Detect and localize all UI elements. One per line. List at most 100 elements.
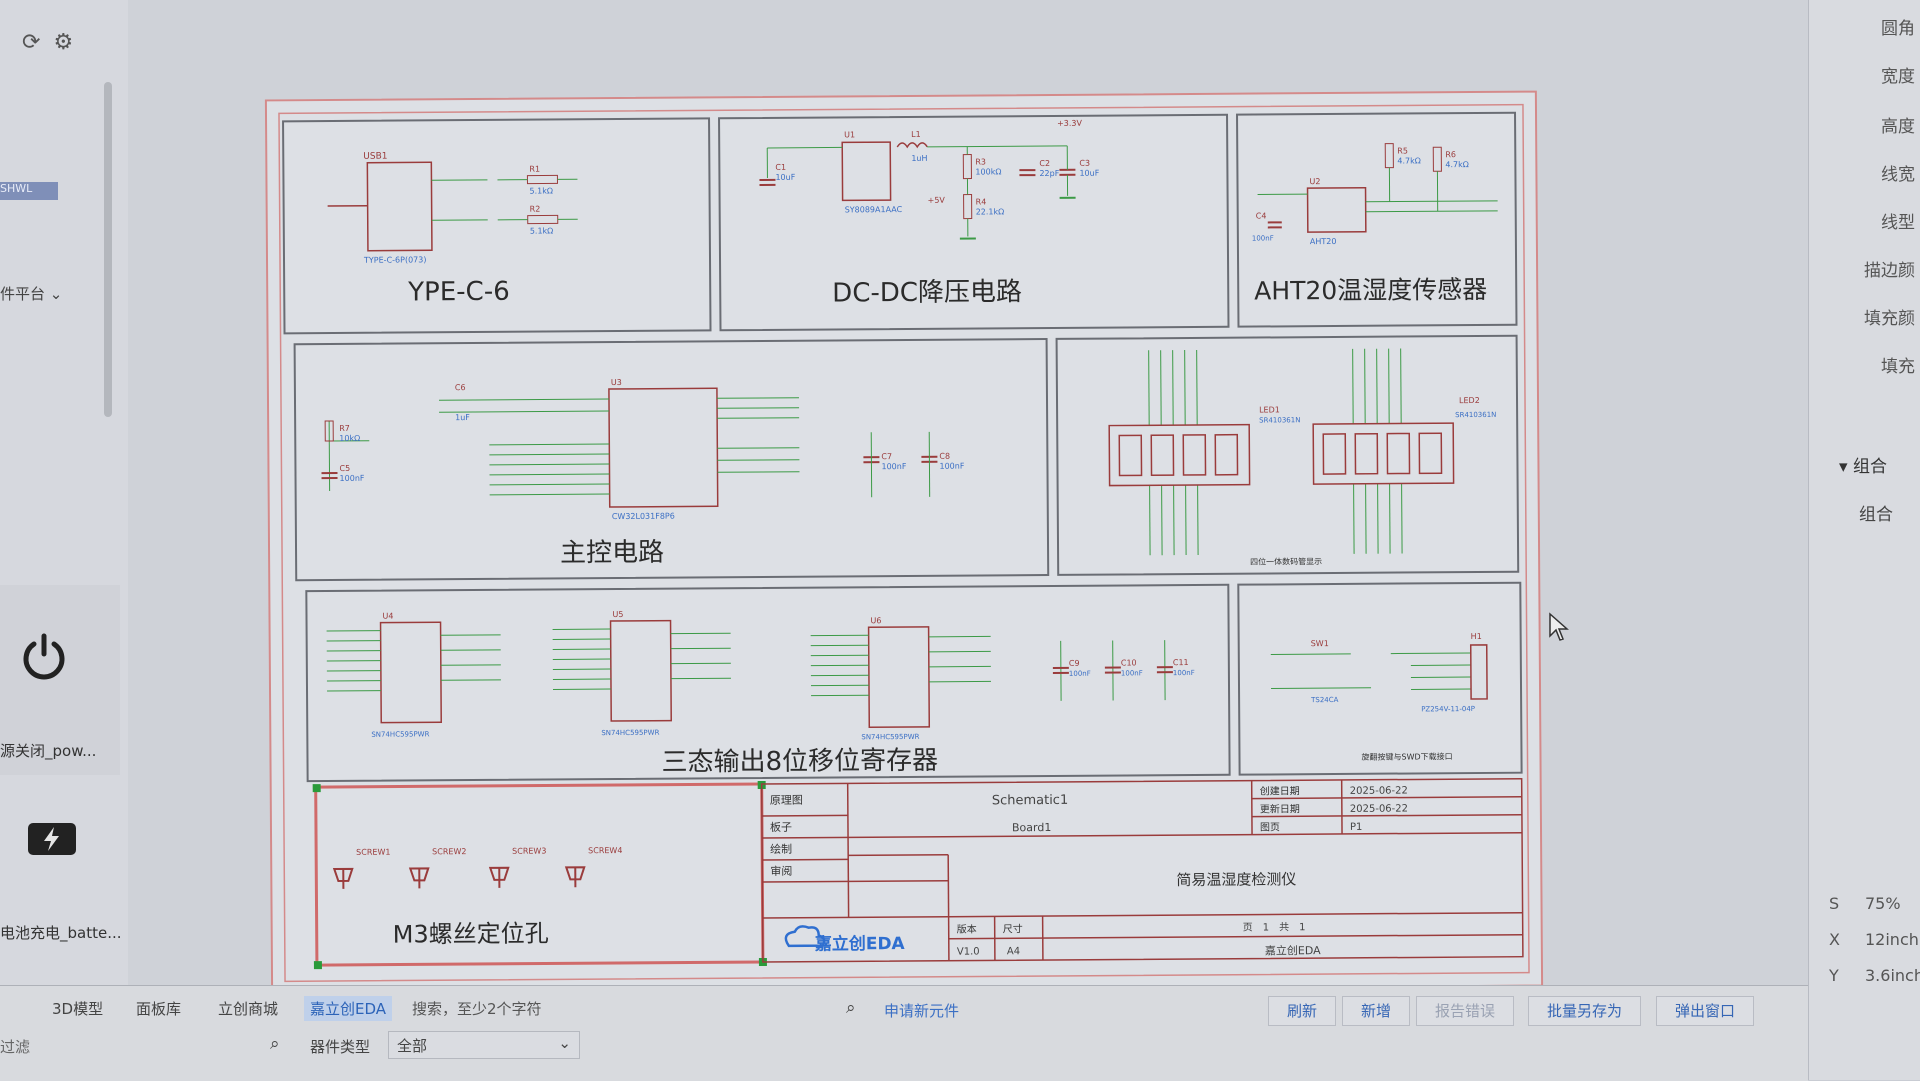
- block-title-dcdc: DC-DC降压电路: [832, 277, 1022, 308]
- svg-text:原理图: 原理图: [770, 794, 803, 807]
- project-title: 简易温湿度检测仪: [1176, 870, 1296, 889]
- gear-icon[interactable]: ⚙: [53, 30, 73, 55]
- svg-text:100nF: 100nF: [1121, 669, 1143, 677]
- svg-text:+5V: +5V: [928, 196, 946, 205]
- svg-text:C6: C6: [455, 383, 466, 392]
- refresh-button[interactable]: 刷新: [1268, 996, 1336, 1026]
- left-panel: ⟳ ⚙ SHWL 件平台 ⌄ 源关闭_pow... 电池充电_batte...: [0, 0, 129, 985]
- svg-text:图页: 图页: [1260, 821, 1280, 833]
- svg-text:SCREW3: SCREW3: [512, 847, 546, 856]
- tab-3d-model[interactable]: 3D模型: [46, 996, 109, 1021]
- svg-text:100kΩ: 100kΩ: [975, 167, 1001, 176]
- svg-text:嘉立创EDA: 嘉立创EDA: [1265, 943, 1321, 957]
- prop-line-type[interactable]: 线型: [1881, 208, 1915, 233]
- category-select[interactable]: 全部 ⌄: [388, 1031, 580, 1059]
- svg-text:R4: R4: [976, 197, 987, 206]
- search-input[interactable]: 搜索，至少2个字符: [412, 998, 542, 1019]
- add-button[interactable]: 新增: [1342, 996, 1410, 1026]
- svg-text:SR410361N: SR410361N: [1259, 416, 1300, 424]
- prop-width[interactable]: 宽度: [1881, 62, 1915, 87]
- svg-text:TS24CA: TS24CA: [1310, 696, 1339, 704]
- group-item[interactable]: 组合: [1859, 500, 1893, 525]
- prop-stroke-color[interactable]: 描边颜: [1864, 256, 1915, 281]
- group-header[interactable]: ▾ 组合: [1839, 452, 1887, 477]
- battery-component-label[interactable]: 电池充电_batte...: [0, 922, 122, 943]
- svg-text:22.1kΩ: 22.1kΩ: [976, 207, 1005, 216]
- filter-search-icon[interactable]: ⌕: [270, 1034, 280, 1054]
- svg-text:C10: C10: [1121, 658, 1137, 667]
- toolbar-icons: ⟳ ⚙: [22, 30, 73, 55]
- svg-text:U4: U4: [382, 612, 393, 621]
- svg-text:10uF: 10uF: [775, 173, 795, 182]
- svg-text:板子: 板子: [770, 820, 792, 834]
- svg-text:SN74HC595PWR: SN74HC595PWR: [371, 730, 429, 738]
- svg-text:4.7kΩ: 4.7kΩ: [1397, 156, 1421, 165]
- prop-line-width[interactable]: 线宽: [1881, 160, 1915, 185]
- svg-text:R5: R5: [1397, 146, 1408, 155]
- svg-text:PZ254V-11-04P: PZ254V-11-04P: [1421, 705, 1475, 713]
- chevron-down-icon: ⌄: [50, 285, 63, 303]
- platform-dropdown[interactable]: 件平台 ⌄: [0, 283, 62, 304]
- svg-text:C2: C2: [1039, 159, 1050, 168]
- svg-text:V1.0: V1.0: [957, 946, 980, 957]
- tab-panel-library[interactable]: 面板库: [130, 996, 187, 1021]
- svg-text:创建日期: 创建日期: [1260, 784, 1300, 797]
- svg-text:LED2: LED2: [1459, 396, 1480, 405]
- svg-text:100nF: 100nF: [1173, 669, 1195, 677]
- prop-corner-radius[interactable]: 圆角: [1881, 14, 1915, 39]
- tab-lcsc-mall[interactable]: 立创商城: [212, 996, 284, 1021]
- svg-text:C8: C8: [939, 452, 950, 461]
- svg-text:C9: C9: [1069, 659, 1080, 668]
- svg-text:L1: L1: [911, 130, 921, 139]
- prop-fill-color[interactable]: 填充颜: [1864, 304, 1915, 329]
- svg-text:A4: A4: [1007, 946, 1020, 957]
- svg-text:LED1: LED1: [1259, 405, 1280, 414]
- category-label: 器件类型: [310, 1036, 370, 1057]
- schematic-sheet[interactable]: USB1 TYPE-C-6P(073) R1 5.1kΩ R2 5.1kΩ YP…: [265, 91, 1543, 996]
- svg-text:C11: C11: [1173, 658, 1189, 667]
- selected-item[interactable]: SHWL: [0, 182, 58, 200]
- svg-text:版本: 版本: [957, 923, 977, 936]
- search-icon[interactable]: ⌕: [846, 998, 856, 1018]
- svg-text:更新日期: 更新日期: [1260, 802, 1300, 815]
- filter-label: 过滤: [0, 1036, 30, 1057]
- svg-text:TYPE-C-6P(073): TYPE-C-6P(073): [363, 255, 426, 264]
- power-component-label[interactable]: 源关闭_pow...: [0, 740, 96, 761]
- report-error-button[interactable]: 报告错误: [1416, 996, 1514, 1026]
- battery-icon[interactable]: [28, 823, 76, 855]
- block-display: [1057, 336, 1519, 575]
- svg-text:SR410361N: SR410361N: [1455, 411, 1496, 419]
- power-icon[interactable]: [18, 630, 70, 682]
- caret-down-icon: ▾: [1839, 457, 1848, 477]
- svg-text:Board1: Board1: [1012, 821, 1051, 834]
- svg-text:U6: U6: [871, 616, 882, 625]
- svg-text:SCREW1: SCREW1: [356, 848, 390, 857]
- svg-text:5.1kΩ: 5.1kΩ: [530, 186, 554, 195]
- library-panel: 3D模型 面板库 立创商城 嘉立创EDA 搜索，至少2个字符 ⌕ 申请新元件 刷…: [0, 985, 1808, 1081]
- svg-text:嘉立创EDA: 嘉立创EDA: [814, 933, 906, 955]
- svg-text:100nF: 100nF: [1252, 234, 1274, 242]
- jlc-logo: 嘉立创EDA: [786, 926, 906, 955]
- refresh-icon[interactable]: ⟳: [22, 30, 40, 55]
- svg-text:C5: C5: [339, 464, 350, 473]
- svg-text:尺寸: 尺寸: [1003, 922, 1023, 935]
- prop-fill[interactable]: 填充: [1881, 352, 1915, 377]
- batch-save-as-button[interactable]: 批量另存为: [1528, 996, 1641, 1026]
- svg-text:2025-06-22: 2025-06-22: [1350, 785, 1408, 796]
- chevron-down-icon: ⌄: [558, 1034, 571, 1052]
- prop-height[interactable]: 高度: [1881, 112, 1915, 137]
- svg-text:U1: U1: [844, 130, 855, 139]
- apply-new-part-link[interactable]: 申请新元件: [884, 1000, 959, 1021]
- svg-text:绘制: 绘制: [770, 842, 792, 856]
- svg-text:SW1: SW1: [1311, 639, 1329, 648]
- popup-window-button[interactable]: 弹出窗口: [1656, 996, 1754, 1026]
- svg-text:R3: R3: [975, 157, 986, 166]
- svg-text:C7: C7: [881, 452, 892, 461]
- left-scrollbar[interactable]: [104, 82, 112, 417]
- tab-jlc-eda[interactable]: 嘉立创EDA: [304, 996, 392, 1021]
- svg-text:H1: H1: [1471, 632, 1482, 641]
- svg-text:2025-06-22: 2025-06-22: [1350, 803, 1408, 814]
